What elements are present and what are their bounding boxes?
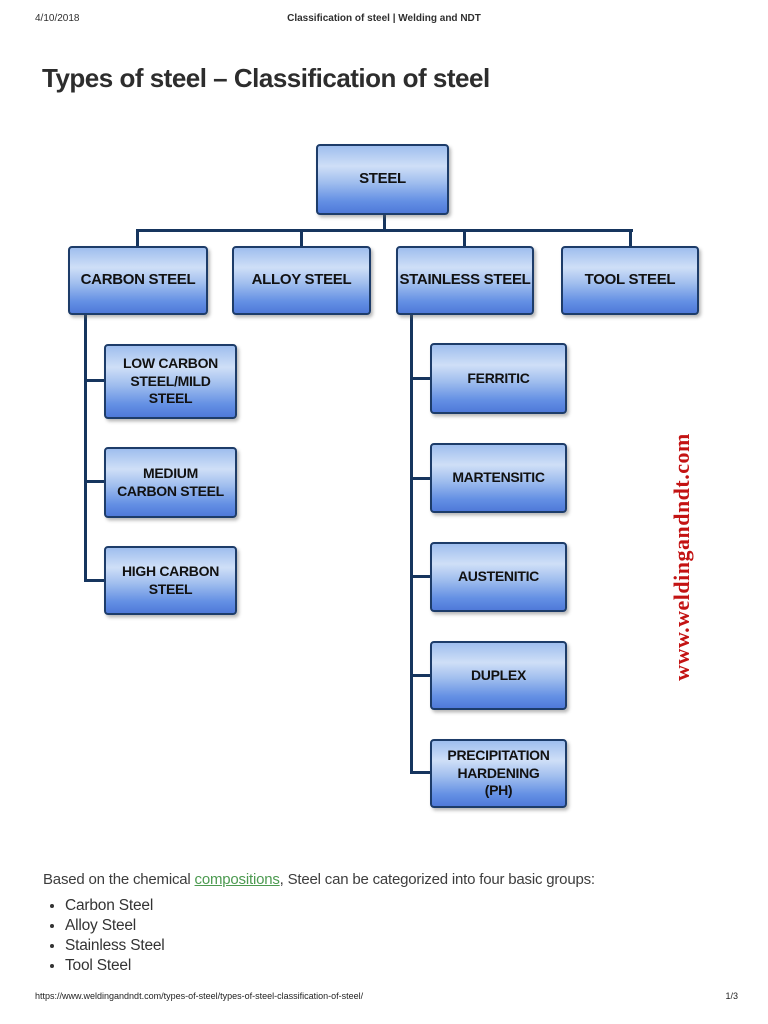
connector-drop-alloy bbox=[300, 229, 303, 247]
steel-groups-list: Carbon Steel Alloy Steel Stainless Steel… bbox=[43, 898, 165, 978]
node-stainless-steel: STAINLESS STEEL bbox=[396, 246, 534, 315]
list-item-stainless-steel: Stainless Steel bbox=[65, 938, 165, 954]
node-austenitic-label: AUSTENITIC bbox=[457, 568, 539, 585]
node-duplex-label: DUPLEX bbox=[471, 666, 526, 683]
node-martensitic: MARTENSITIC bbox=[430, 443, 567, 513]
page-title: Types of steel – Classification of steel bbox=[42, 63, 490, 94]
node-martensitic-label: MARTENSITIC bbox=[452, 469, 545, 486]
connector-stainless-stub-ferritic bbox=[410, 377, 431, 380]
intro-text-after: , Steel can be categorized into four bas… bbox=[279, 871, 595, 888]
node-carbon-steel-label: CARBON STEEL bbox=[80, 271, 196, 289]
site-watermark-vertical-text: www.weldingandndt.com bbox=[669, 433, 694, 681]
list-item-alloy-steel: Alloy Steel bbox=[65, 918, 165, 934]
connector-stainless-stub-ph bbox=[410, 771, 431, 774]
node-alloy-steel-label: ALLOY STEEL bbox=[251, 271, 352, 289]
node-alloy-steel: ALLOY STEEL bbox=[232, 246, 371, 315]
print-footer-page-number: 1/3 bbox=[725, 991, 738, 1001]
node-ferritic-label: FERRITIC bbox=[467, 369, 530, 386]
print-header-date: 4/10/2018 bbox=[35, 13, 80, 24]
connector-stainless-stub-martensitic bbox=[410, 477, 431, 480]
node-precipitation-hardening-label: PRECIPITATION HARDENING (PH) bbox=[447, 747, 550, 799]
connector-drop-tool bbox=[629, 229, 632, 247]
connector-stainless-stub-duplex bbox=[410, 674, 431, 677]
node-low-carbon-steel-label: LOW CARBON STEEL/MILD STEEL bbox=[123, 355, 218, 407]
node-tool-steel-label: TOOL STEEL bbox=[584, 271, 676, 289]
connector-carbon-stub-high bbox=[84, 579, 105, 582]
node-medium-carbon-steel: MEDIUM CARBON STEEL bbox=[104, 447, 237, 518]
connector-carbon-stub-low bbox=[84, 379, 105, 382]
node-high-carbon-steel: HIGH CARBON STEEL bbox=[104, 546, 237, 615]
node-low-carbon-steel: LOW CARBON STEEL/MILD STEEL bbox=[104, 344, 237, 419]
node-carbon-steel: CARBON STEEL bbox=[68, 246, 208, 315]
connector-level2-horizontal bbox=[136, 229, 633, 232]
node-stainless-steel-label: STAINLESS STEEL bbox=[399, 271, 531, 289]
intro-text-before: Based on the chemical bbox=[43, 871, 195, 888]
node-medium-carbon-steel-label: MEDIUM CARBON STEEL bbox=[117, 465, 224, 499]
connector-stainless-stub-austenitic bbox=[410, 575, 431, 578]
compositions-link[interactable]: compositions bbox=[194, 871, 280, 888]
connector-drop-carbon bbox=[136, 229, 139, 247]
node-high-carbon-steel-label: HIGH CARBON STEEL bbox=[121, 563, 220, 597]
list-item-carbon-steel: Carbon Steel bbox=[65, 898, 165, 914]
node-austenitic: AUSTENITIC bbox=[430, 542, 567, 612]
node-steel: STEEL bbox=[316, 144, 449, 215]
node-duplex: DUPLEX bbox=[430, 641, 567, 710]
list-item-tool-steel: Tool Steel bbox=[65, 958, 165, 974]
node-precipitation-hardening: PRECIPITATION HARDENING (PH) bbox=[430, 739, 567, 808]
connector-carbon-vertical bbox=[84, 313, 87, 582]
node-ferritic: FERRITIC bbox=[430, 343, 567, 414]
print-footer-url: https://www.weldingandndt.com/types-of-s… bbox=[35, 991, 364, 1001]
connector-carbon-stub-medium bbox=[84, 480, 105, 483]
connector-drop-stainless bbox=[463, 229, 466, 247]
node-tool-steel: TOOL STEEL bbox=[561, 246, 699, 315]
intro-paragraph: Based on the chemical compositions, Stee… bbox=[43, 871, 595, 888]
node-steel-label: STEEL bbox=[359, 170, 406, 188]
print-header-title: Classification of steel | Welding and ND… bbox=[287, 13, 481, 24]
connector-stainless-vertical bbox=[410, 313, 413, 774]
connector-root-stub bbox=[383, 213, 386, 231]
